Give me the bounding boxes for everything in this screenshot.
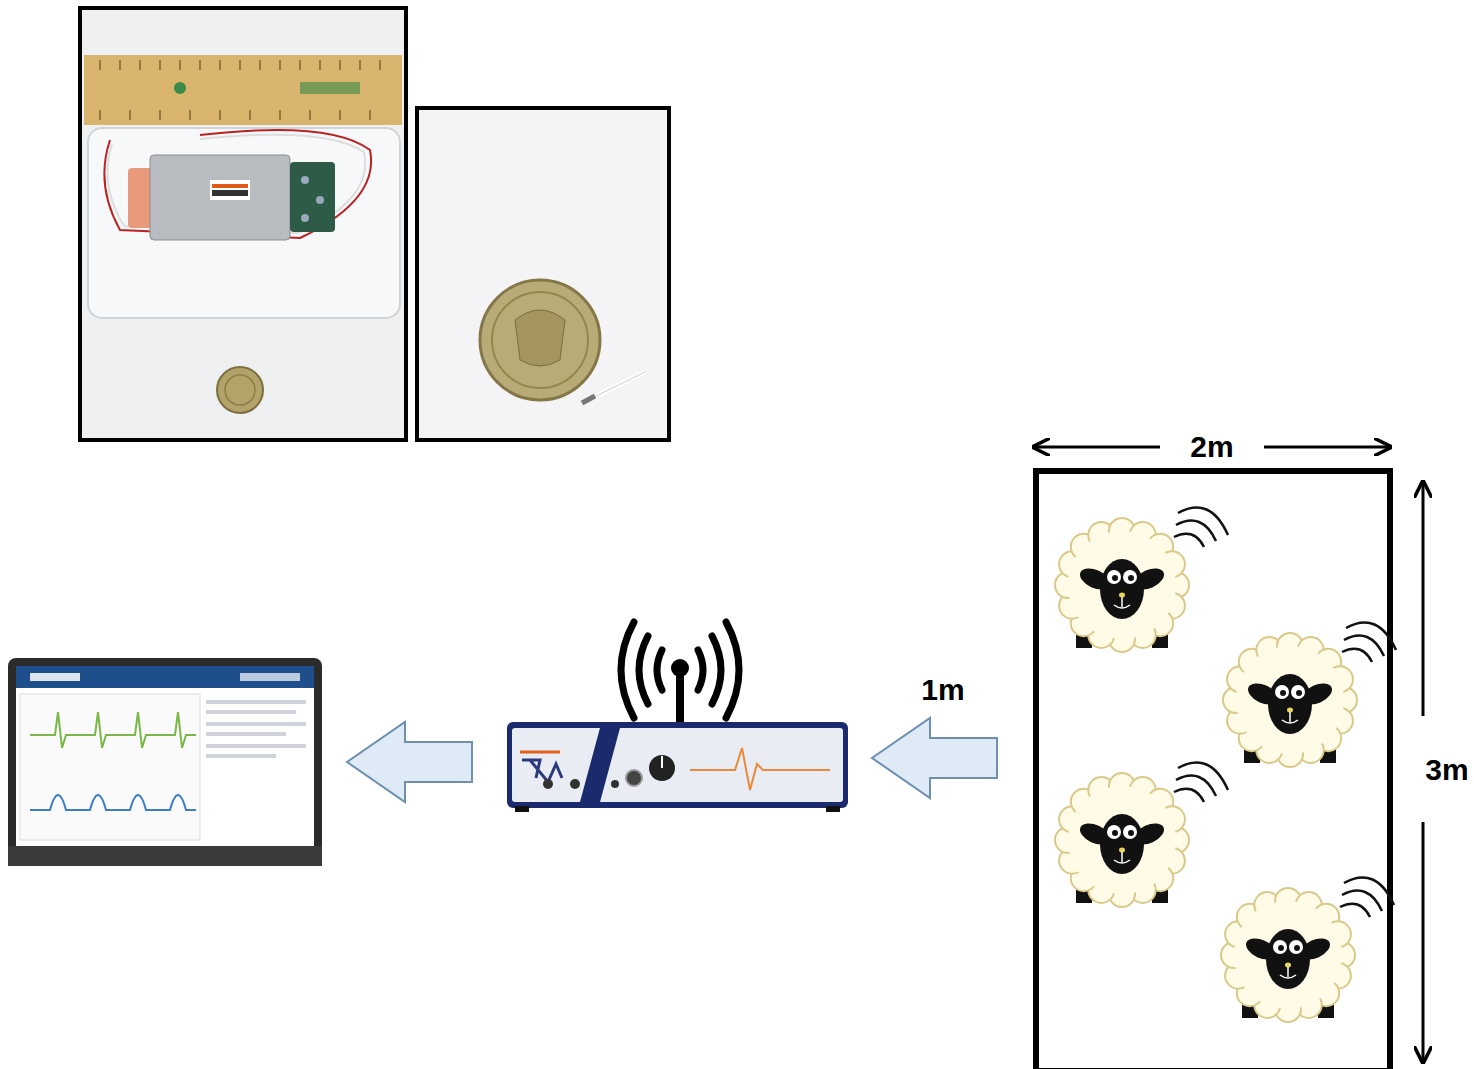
dimension-label: 1m: [917, 673, 968, 707]
dimension-label: 2m: [1186, 430, 1237, 464]
dimension-label: 3m: [1421, 753, 1472, 787]
